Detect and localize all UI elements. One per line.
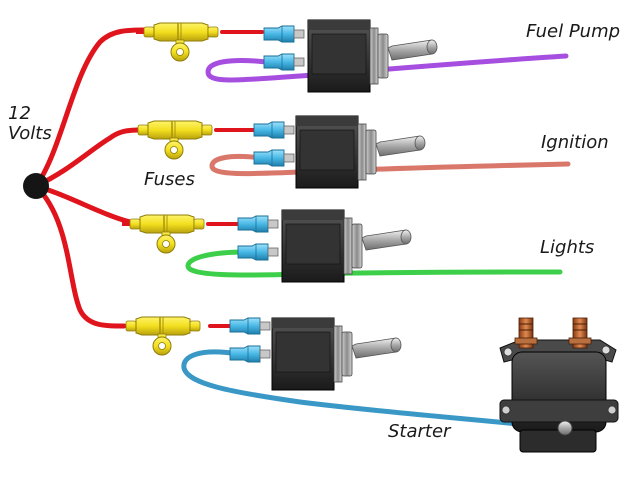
starter-solenoid — [499, 317, 619, 453]
voltage-label: 12 Volts — [8, 104, 68, 144]
fuel-pump-label: Fuel Pump — [526, 21, 621, 42]
fuel-pump-wire — [205, 53, 569, 83]
voltage-label-unit: Volts — [8, 123, 52, 144]
ignition-switch — [295, 115, 426, 189]
starter-label: Starter — [388, 421, 451, 442]
starter-switch — [271, 317, 402, 391]
ignition-label: Ignition — [541, 132, 609, 153]
load-wires — [181, 53, 571, 431]
starter-wire — [181, 349, 563, 431]
voltage-label-value: 12 — [8, 103, 31, 124]
lights-label: Lights — [540, 237, 595, 258]
ignition-wire — [209, 153, 571, 177]
fuel-pump-switch — [307, 19, 438, 93]
lights-wire — [185, 249, 563, 278]
fuses-label: Fuses — [144, 169, 195, 190]
junction-dot — [23, 173, 49, 199]
